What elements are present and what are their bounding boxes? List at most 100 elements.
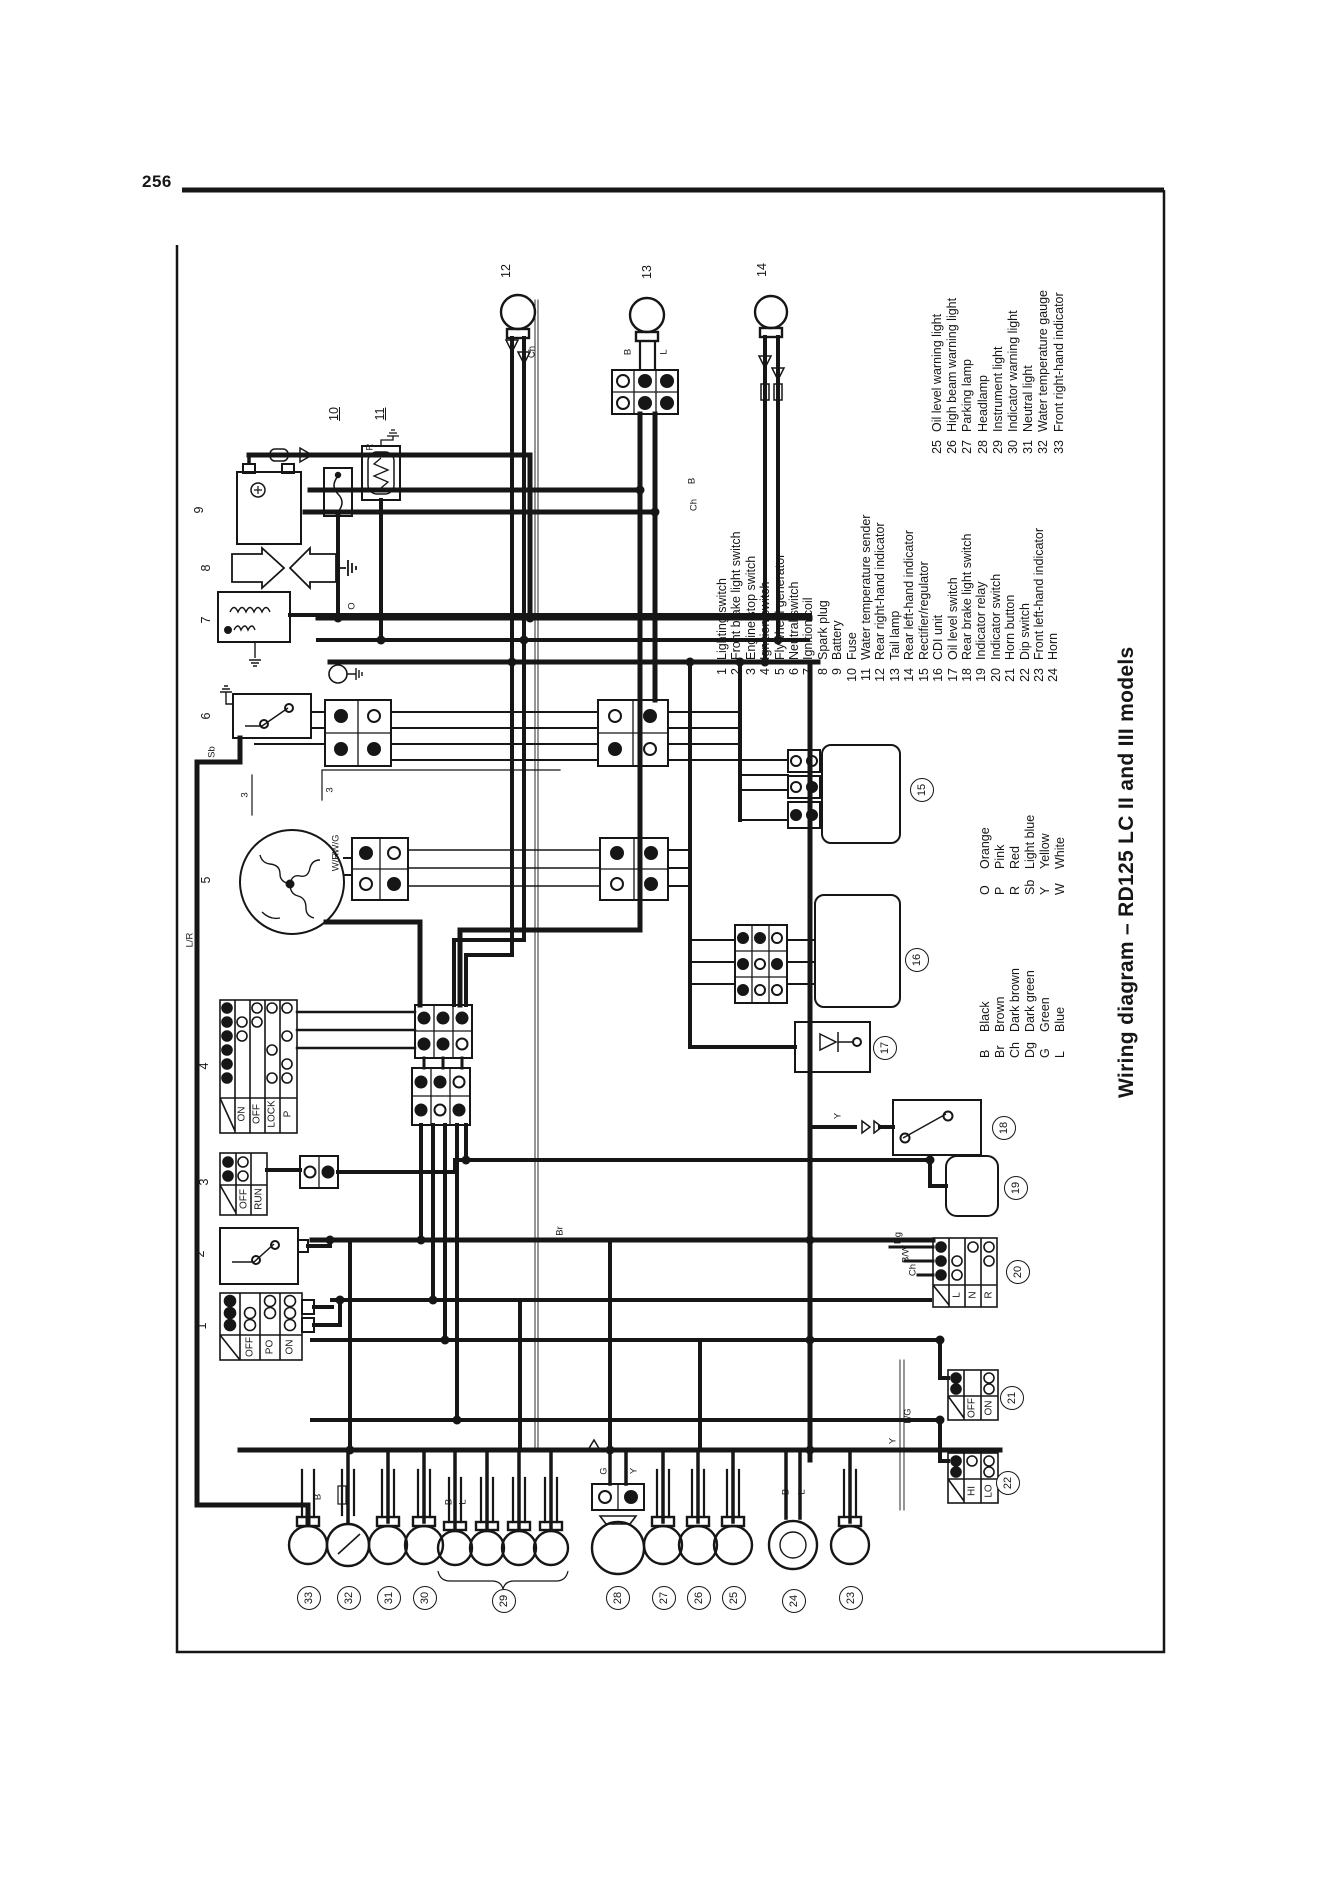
ignition-switch-pos-on: ON [236, 1106, 248, 1122]
legend-item-number: 25 [930, 440, 944, 454]
legend-item-label: Tail lamp [887, 610, 902, 660]
legend-item-number: 20 [988, 668, 1003, 682]
colour-code-name: Green [1038, 997, 1052, 1032]
engine-stop-table [219, 1152, 268, 1216]
indicator-switch-pos-r: R [983, 1291, 995, 1299]
legend-item-label: Front right-hand indicator [1051, 292, 1066, 432]
circled-marker-33: 33 [297, 1586, 321, 1610]
wire-label: L [457, 1499, 469, 1505]
circled-marker-24: 24 [782, 1589, 806, 1613]
rear-brake-switch-symbol [892, 1099, 982, 1156]
wire-label: Y [887, 1437, 899, 1445]
wire-label: B/W [900, 1245, 912, 1263]
colour-code-name: Black [978, 1001, 992, 1032]
legend-item-label: Front left-hand indicator [1031, 527, 1046, 660]
wire-label: B [686, 477, 698, 485]
indicator-switch-table [932, 1237, 998, 1308]
wire-label: Y [628, 1467, 640, 1475]
legend-item-label: Fuse [844, 632, 859, 660]
legend-item-number: 2 [729, 668, 744, 675]
legend-item-number: 16 [931, 668, 946, 682]
colour-code-row: Dg Dark green [1023, 898, 1038, 1058]
wire-label: B [780, 1488, 792, 1496]
cdi-box [814, 894, 901, 1008]
headlamp-28 [590, 1515, 646, 1576]
circled-marker-28: 28 [606, 1586, 630, 1610]
wire-label: R [364, 443, 376, 451]
legend-item: 29 Instrument light [991, 272, 1006, 462]
bulb-13 [628, 296, 666, 370]
legend-item-number: 24 [1046, 668, 1061, 682]
connector-tail-lamp [611, 369, 679, 415]
legend-item: 2 Front brake light switch [729, 410, 743, 690]
legend-item-label: Rear right-hand indicator [873, 522, 888, 660]
circled-marker-15: 15 [910, 778, 934, 802]
ignition-switch-pos-p: P [282, 1110, 294, 1118]
legend-item-label: Horn button [1003, 594, 1018, 660]
colour-code-group-2: O Orange P Pink R Red Sb Light blue Y Ye… [978, 735, 1068, 895]
legend-item: 26 High beam warning light [945, 272, 960, 462]
component-number-3: 3 [197, 1178, 211, 1186]
component-number-10: 10 [327, 407, 341, 421]
brace-29 [437, 1570, 569, 1590]
bulb-12 [499, 293, 537, 340]
legend-item-number: 14 [902, 668, 917, 682]
legend-item-number: 3 [743, 668, 758, 675]
circled-marker-23: 23 [839, 1586, 863, 1610]
wire-label: B [443, 1498, 455, 1506]
ignition-switch-table [219, 999, 298, 1134]
connector-pair-generator [351, 837, 669, 901]
colour-code-name: Dark brown [1008, 968, 1022, 1032]
legend-item-label: Horn [1046, 632, 1061, 660]
legend-item: 9 Battery [830, 410, 844, 690]
legend-item-number: 27 [960, 440, 975, 454]
components [217, 429, 999, 1285]
colour-code-abbr: R [1008, 885, 1022, 895]
wire-label: O [346, 602, 358, 610]
component-number-11: 11 [373, 407, 387, 421]
legend-item: 30 Indicator warning light [1006, 272, 1021, 462]
bulb-14 [753, 294, 789, 339]
component-number-1: 1 [195, 1322, 209, 1330]
wire-label: B [312, 1493, 324, 1501]
legend-item-number: 23 [1031, 668, 1046, 682]
legend-item-label: Engine stop switch [743, 555, 758, 660]
legend-item-label: Neutral light [1021, 365, 1036, 432]
colour-code-row: W White [1053, 735, 1068, 895]
colour-code-abbr: Dg [1023, 1042, 1037, 1058]
circled-marker-26: 26 [687, 1586, 711, 1610]
legend-item-number: 29 [990, 440, 1005, 454]
colour-code-row: Sb Light blue [1023, 735, 1038, 895]
colour-code-abbr: O [978, 885, 992, 895]
circled-marker-25: 25 [722, 1586, 746, 1610]
legend-item-number: 28 [975, 440, 990, 454]
component-number-2: 2 [193, 1250, 207, 1258]
circled-marker-29: 29 [492, 1589, 516, 1613]
legend-item: 15 Rectifier/regulator [917, 410, 931, 690]
legend-item-number: 7 [801, 668, 816, 675]
colour-code-group-1: B Black Br Brown Ch Dark brown Dg Dark g… [978, 898, 1068, 1058]
legend-item-label: Indicator relay [974, 581, 989, 660]
engine-stop-pos-run: RUN [253, 1188, 265, 1210]
lighting-switch-pos-po: PO [264, 1339, 276, 1355]
connector-blocks [299, 369, 821, 1511]
horn-button-pos-off: OFF [966, 1398, 978, 1418]
legend-item: 6 Neutral switch [787, 410, 801, 690]
front-brake-switch-symbol [219, 1227, 309, 1285]
component-number-8: 8 [199, 564, 213, 572]
junction-dots [325, 485, 945, 1455]
legend-item-number: 13 [887, 668, 902, 682]
legend-item: 25 Oil level warning light [930, 272, 945, 462]
legend-item-number: 31 [1021, 440, 1036, 454]
circled-marker-22: 22 [996, 1471, 1020, 1495]
dip-switch-pos-hi: HI [966, 1486, 978, 1496]
legend-item-label: Instrument light [990, 346, 1005, 432]
legend-item-number: 32 [1036, 440, 1051, 454]
horn-button-table [947, 1369, 999, 1421]
wire-network [194, 299, 1003, 1530]
colour-code-abbr: Br [993, 1045, 1007, 1059]
legend-item-label: Ignition switch [758, 581, 773, 660]
legend-item-label: CDI unit [931, 614, 946, 660]
colour-code-name: Red [1008, 846, 1022, 869]
